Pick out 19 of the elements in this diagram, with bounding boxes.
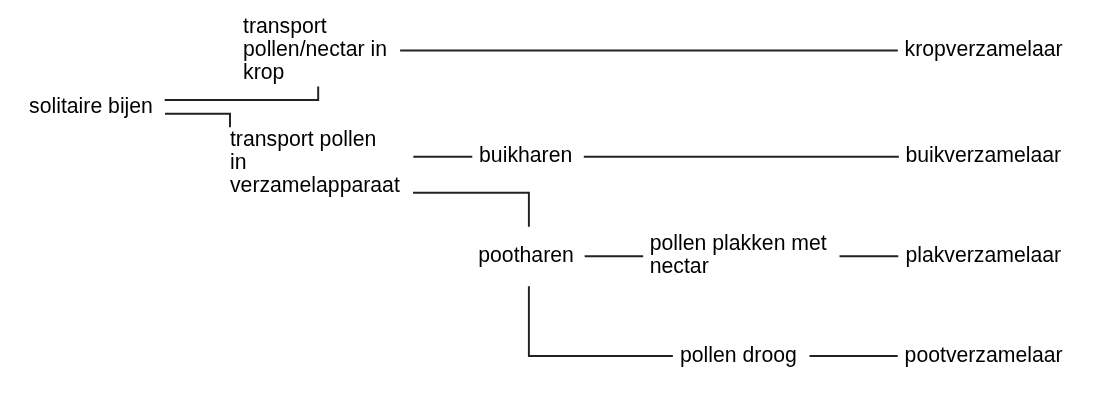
node-text: kropverzamelaar [904,37,1063,61]
node-text: buikverzamelaar [905,143,1062,167]
connector [838,255,900,258]
node-text: pollen plakken met nectar [649,231,827,278]
connector [412,191,530,228]
node-text: pollen droog [679,342,797,366]
node-text: transport pollen in verzamelapparaat [229,126,400,196]
node-text: buikharen [479,143,573,167]
connector [583,255,645,258]
node-text: solitaire bijen [29,94,153,118]
connector [412,155,474,158]
connector [582,155,900,158]
connector [808,355,899,357]
connector [399,49,899,52]
node-text: pootverzamelaar [904,342,1063,366]
node-text: plakverzamelaar [905,242,1062,266]
node-text: transport pollen/nectar in krop [243,14,387,83]
connector [527,285,674,357]
node-text: pootharen [478,242,574,266]
